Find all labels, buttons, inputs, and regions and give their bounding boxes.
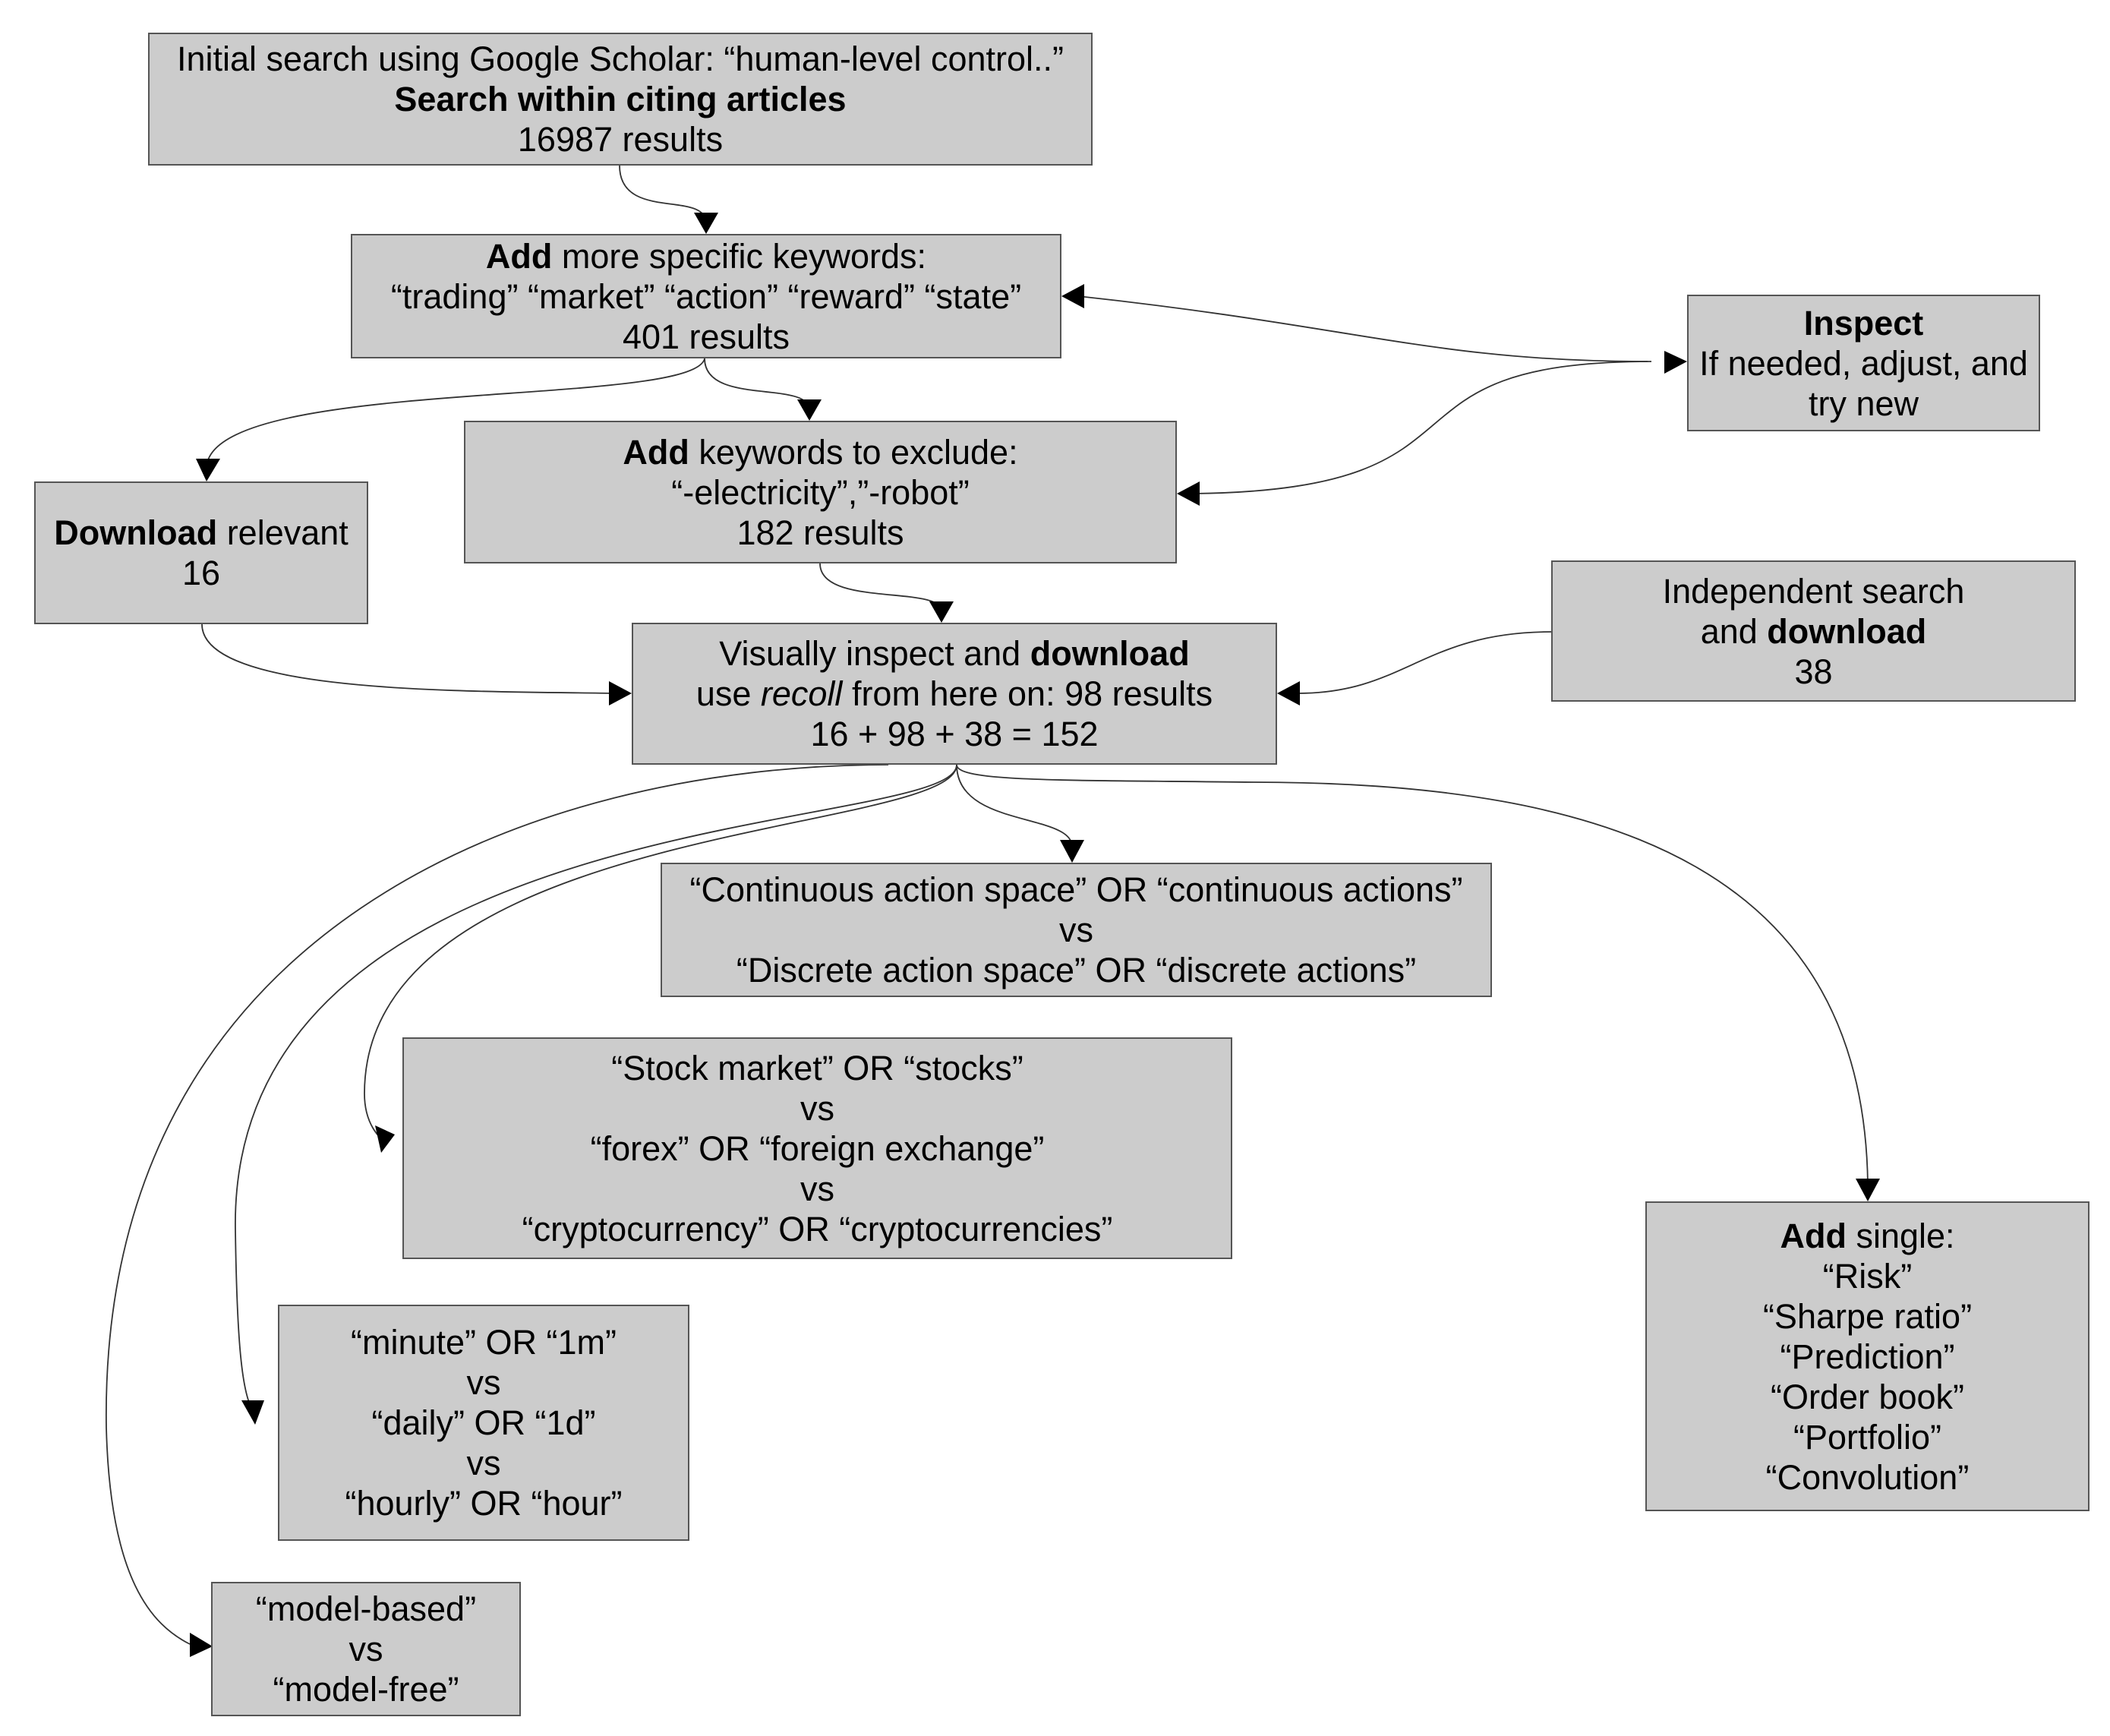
- add-single-heading: Add single:: [1780, 1216, 1954, 1256]
- arrowhead: [694, 213, 718, 234]
- arrowhead: [375, 1125, 395, 1153]
- arrowhead: [241, 1400, 264, 1425]
- add-keyword-bold: Add: [1780, 1216, 1847, 1255]
- arrowhead: [190, 1633, 213, 1657]
- exclude-keywords-heading-rest: keywords to exclude:: [689, 432, 1018, 472]
- edge-visual-to-timeframe: [235, 764, 957, 1413]
- visual-inspect-pre: Visually inspect and: [719, 634, 1030, 673]
- independent-search-box: Independent search and download 38: [1551, 560, 2076, 702]
- vs-text: vs: [466, 1363, 501, 1402]
- add-keywords-box: Add more specific keywords: “trading” “m…: [351, 234, 1061, 358]
- edge-visual-to-model-type: [106, 764, 889, 1645]
- edge-keywords-to-exclude: [704, 358, 810, 411]
- edge-independent-to-visual: [1298, 631, 1552, 694]
- edge-visual-to-market-type: [364, 764, 957, 1144]
- independent-search-and: and: [1700, 611, 1768, 651]
- edge-inspect-to-exclude: [1193, 361, 1652, 494]
- add-single-item: “Sharpe ratio”: [1762, 1296, 1973, 1336]
- recoll-italic: recoll: [760, 674, 843, 713]
- independent-search-heading: Independent search: [1662, 571, 1965, 611]
- timeframe-daily: “daily” OR “1d”: [371, 1403, 596, 1442]
- model-free: “model-free”: [273, 1670, 459, 1709]
- vs-text: vs: [800, 1088, 834, 1128]
- download-bold: Download: [54, 513, 218, 552]
- download-relevant-count: 16: [181, 554, 221, 592]
- vs-text: vs: [1059, 911, 1093, 949]
- inspect-text-1: If needed, adjust, and: [1699, 343, 2028, 383]
- edge-keywords-to-download: [206, 358, 705, 468]
- arrowhead: [797, 399, 822, 421]
- edge-inspect-to-keywords: [1077, 295, 1648, 362]
- arrowhead: [1856, 1179, 1880, 1201]
- market-forex: “forex” OR “foreign exchange”: [590, 1128, 1045, 1168]
- add-keyword-bold: Add: [623, 432, 689, 472]
- vs-text: vs: [800, 1169, 834, 1208]
- arrowhead: [1177, 481, 1200, 506]
- inspect-heading: Inspect: [1803, 303, 1924, 342]
- timeframe-box: “minute” OR “1m” vs “daily” OR “1d” vs “…: [278, 1305, 689, 1541]
- visual-inspect-recoll-line: use recoll from here on: 98 results: [696, 674, 1213, 714]
- visual-inspect-total: 16 + 98 + 38 = 152: [810, 715, 1099, 753]
- market-crypto: “cryptocurrency” OR “cryptocurrencies”: [522, 1209, 1113, 1248]
- independent-search-count: 38: [1794, 652, 1833, 691]
- arrowhead: [1277, 681, 1300, 705]
- add-keywords-count: 401 results: [622, 317, 790, 356]
- download-relevant-heading-rest: relevant: [217, 513, 349, 552]
- add-keywords-heading-rest: more specific keywords:: [552, 236, 927, 276]
- use-text: use: [695, 674, 761, 713]
- add-single-heading-rest: single:: [1846, 1216, 1955, 1255]
- initial-search-count: 16987 results: [517, 120, 724, 159]
- exclude-keywords-list: “-electricity”,”-robot”: [671, 472, 970, 512]
- market-stock: “Stock market” OR “stocks”: [611, 1048, 1023, 1087]
- exclude-keywords-count: 182 results: [736, 513, 904, 552]
- add-single-item: “Order book”: [1770, 1377, 1965, 1416]
- arrowhead: [929, 601, 954, 623]
- arrowhead: [196, 459, 220, 481]
- edge-exclude-to-visual: [819, 563, 942, 612]
- add-keywords-heading: Add more specific keywords:: [486, 236, 926, 276]
- download-bold: download: [1767, 611, 1927, 651]
- vs-text: vs: [466, 1444, 501, 1482]
- exclude-keywords-heading: Add keywords to exclude:: [623, 432, 1017, 472]
- add-keywords-list: “trading” “market” “action” “reward” “st…: [390, 276, 1022, 316]
- initial-search-box: Initial search using Google Scholar: “hu…: [148, 33, 1093, 166]
- edge-download-to-visual: [201, 623, 616, 694]
- visual-inspect-heading: Visually inspect and download: [719, 633, 1189, 674]
- add-single-box: Add single: “Risk” “Sharpe ratio” “Predi…: [1645, 1201, 2089, 1511]
- action-space-box: “Continuous action space” OR “continuous…: [661, 863, 1492, 997]
- exclude-keywords-box: Add keywords to exclude: “-electricity”,…: [464, 421, 1177, 563]
- independent-search-line2: and download: [1701, 611, 1927, 652]
- add-single-item: “Convolution”: [1765, 1457, 1970, 1497]
- add-single-item: “Portfolio”: [1793, 1417, 1942, 1457]
- edge-visual-to-action-space: [956, 764, 1073, 847]
- market-type-box: “Stock market” OR “stocks” vs “forex” OR…: [402, 1037, 1232, 1259]
- timeframe-minute: “minute” OR “1m”: [350, 1323, 617, 1362]
- initial-search-text: Initial search using Google Scholar: “hu…: [176, 39, 1064, 78]
- download-bold: download: [1030, 634, 1190, 673]
- download-relevant-heading: Download relevant: [54, 513, 349, 553]
- download-relevant-box: Download relevant 16: [34, 481, 368, 624]
- arrowhead: [1664, 351, 1687, 374]
- action-space-discrete: “Discrete action space” OR “discrete act…: [736, 951, 1417, 990]
- model-type-box: “model-based” vs “model-free”: [211, 1582, 521, 1716]
- edge-initial-to-keywords: [619, 165, 707, 224]
- recoll-rest: from here on: 98 results: [842, 674, 1213, 713]
- inspect-box: Inspect If needed, adjust, and try new: [1687, 295, 2040, 431]
- arrowhead: [1060, 840, 1084, 863]
- timeframe-hourly: “hourly” OR “hour”: [345, 1484, 623, 1523]
- add-single-item: “Risk”: [1822, 1256, 1913, 1296]
- model-based: “model-based”: [255, 1589, 477, 1628]
- vs-text: vs: [349, 1630, 383, 1668]
- search-within-citing-text: Search within citing articles: [394, 80, 847, 118]
- arrowhead: [609, 681, 632, 705]
- inspect-text-2: try new: [1808, 383, 1919, 423]
- visual-inspect-box: Visually inspect and download use recoll…: [632, 623, 1277, 765]
- add-single-item: “Prediction”: [1780, 1337, 1955, 1376]
- arrowhead: [1061, 284, 1084, 308]
- edge-visual-to-add-single: [956, 764, 1869, 1185]
- action-space-continuous: “Continuous action space” OR “continuous…: [689, 870, 1463, 909]
- add-keyword-bold: Add: [485, 236, 553, 276]
